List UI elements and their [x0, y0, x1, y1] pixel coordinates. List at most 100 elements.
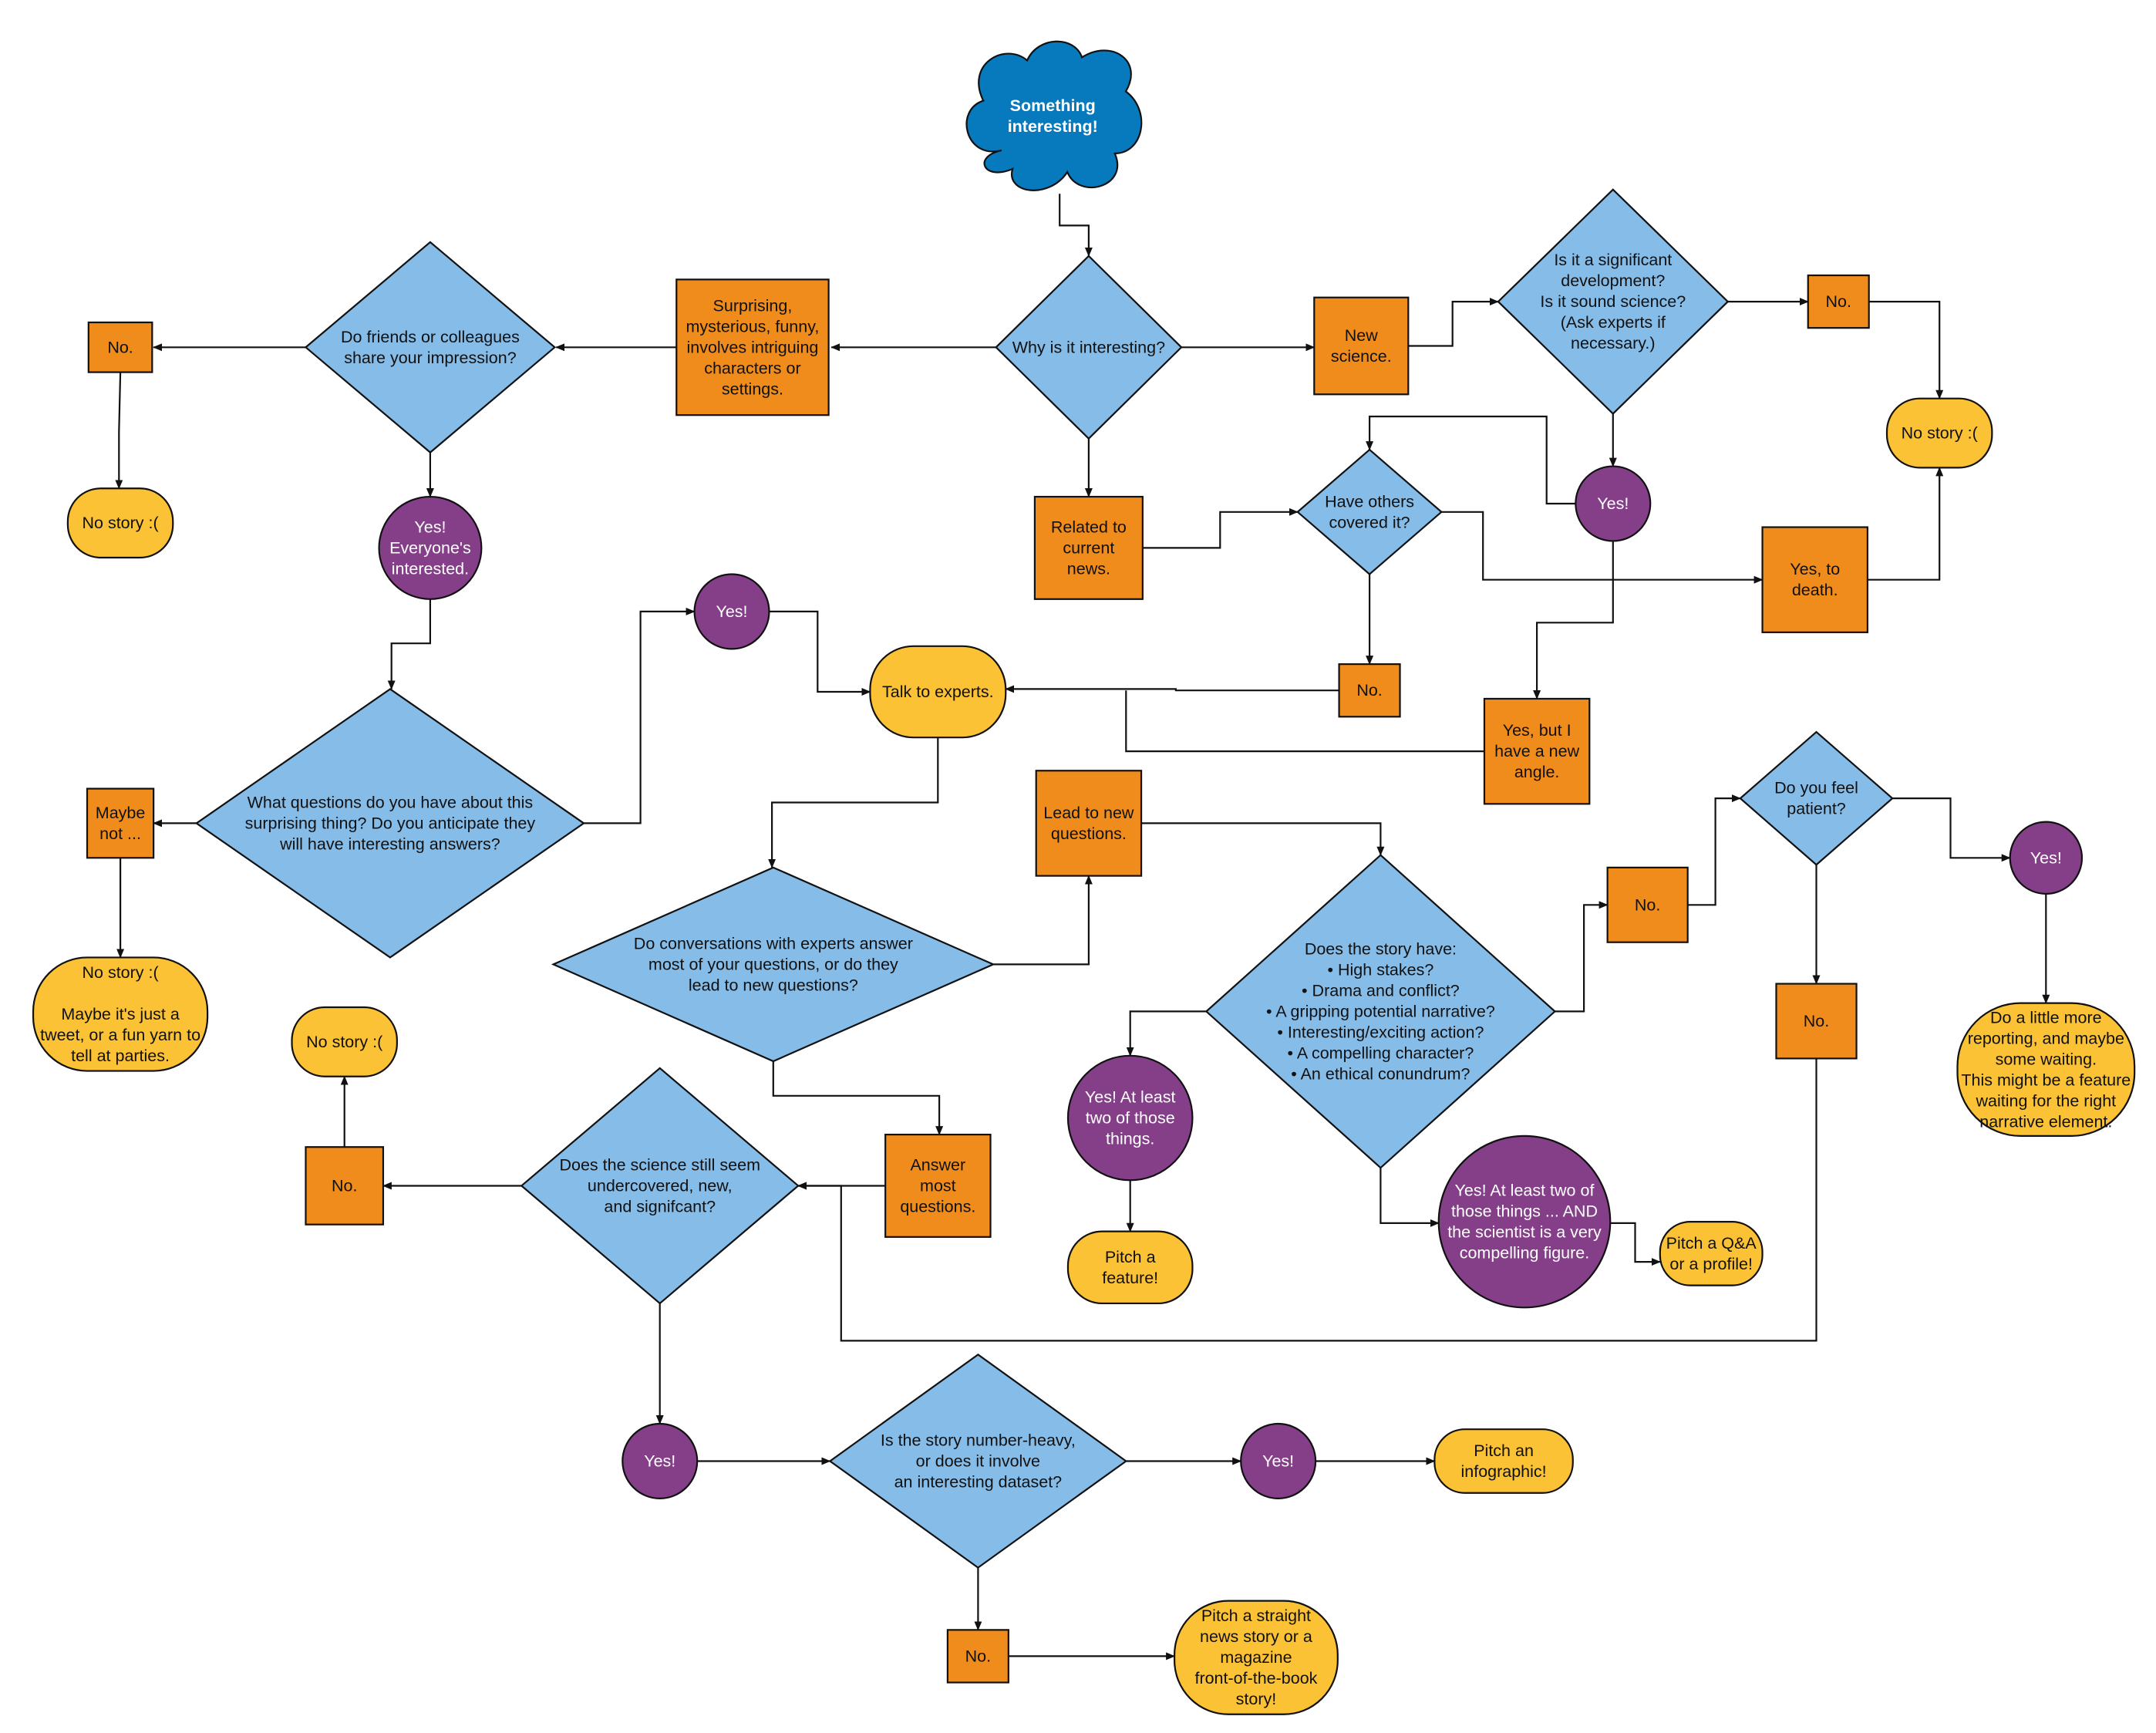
node-shape: [1807, 274, 1870, 329]
connector: [1533, 541, 1614, 700]
node-text: mysterious, funny,: [686, 317, 819, 335]
connector-lines: [115, 194, 2050, 1661]
node-shape: [946, 1629, 1009, 1684]
node-shape: [1761, 526, 1868, 633]
node-text: some waiting.: [1996, 1050, 2097, 1068]
node-text: or a profile!: [1669, 1255, 1753, 1273]
node-yes-sig: Yes!: [1575, 465, 1652, 542]
node-text: patient?: [1787, 800, 1846, 818]
node-text: • Drama and conflict?: [1302, 981, 1460, 1000]
node-no-friends: No.: [87, 321, 153, 373]
node-text: Maybe it's just a: [61, 1005, 180, 1023]
node-text: Do you feel: [1774, 779, 1858, 797]
node-text: current: [1063, 538, 1114, 557]
node-text: tweet, or a fun yarn to: [40, 1026, 200, 1044]
node-text: • An ethical conundrum?: [1291, 1064, 1470, 1083]
node-text: news.: [1067, 559, 1110, 578]
node-conversations: Do conversations with experts answermost…: [551, 866, 995, 1063]
node-yes-number: Yes!: [1240, 1422, 1317, 1500]
node-shape: [675, 278, 830, 416]
node-text: angle.: [1514, 763, 1560, 781]
connector: [1868, 301, 1944, 400]
node-pitch-qa: Pitch a Q&Aor a profile!: [1659, 1221, 1764, 1286]
node-no-sig: No.: [1807, 274, 1870, 329]
connector: [1867, 467, 1944, 581]
node-text: involves intriguing: [686, 338, 818, 356]
connector: [1610, 1222, 1661, 1266]
connector: [1408, 298, 1499, 347]
node-shape: [1956, 1002, 2136, 1137]
node-shape: [378, 495, 483, 600]
node-text: Yes! At least: [1085, 1088, 1176, 1107]
node-text: waiting for the right: [1975, 1091, 2116, 1110]
node-shape: [1437, 1135, 1612, 1309]
node-text: infographic!: [1460, 1462, 1546, 1481]
node-text: two of those: [1086, 1109, 1175, 1128]
node-text: development?: [1561, 271, 1665, 290]
node-text: No.: [1825, 292, 1851, 311]
node-text: Yes!: [414, 518, 446, 536]
connector: [769, 610, 871, 696]
node-text: Pitch a straight: [1201, 1607, 1311, 1625]
node-text: questions.: [1051, 824, 1127, 843]
connector: [1892, 797, 2011, 862]
node-text: No story :(: [82, 963, 159, 982]
node-text: (Ask experts if: [1561, 313, 1666, 332]
node-shape: [32, 956, 209, 1072]
node-shape: [1066, 1230, 1194, 1305]
node-text: and signifcant?: [604, 1197, 716, 1215]
node-text: No story :(: [82, 514, 159, 532]
connector: [1141, 822, 1385, 856]
node-text: What questions do you have about this: [248, 793, 534, 811]
node-shape: [995, 255, 1183, 440]
node-shape: [2009, 821, 2084, 895]
node-text: most of your questions, or do they: [648, 955, 898, 973]
node-text: Talk to experts.: [882, 683, 994, 701]
node-text: Pitch a: [1105, 1248, 1156, 1266]
node-shape: [305, 1146, 385, 1226]
node-shape: [1204, 854, 1557, 1169]
node-nostory-tweet: No story :( Maybe it's just a tweet, or a …: [32, 956, 209, 1072]
node-shape: [86, 787, 155, 859]
node-text: lead to new questions?: [689, 976, 858, 994]
node-text: No.: [332, 1176, 357, 1195]
connector: [1555, 901, 1609, 1013]
node-maybe: Maybenot ...: [86, 787, 155, 859]
node-nostory-right: No story :(: [1885, 397, 1993, 469]
node-text: most: [920, 1176, 956, 1195]
connector: [1366, 415, 1578, 505]
node-text: death.: [1792, 581, 1838, 599]
node-text: magazine: [1220, 1648, 1292, 1667]
node-shape: [87, 321, 153, 373]
node-text: covered it?: [1329, 513, 1410, 531]
node-text: Is the story number-heavy,: [881, 1431, 1076, 1449]
node-text: science.: [1331, 347, 1392, 366]
node-story-have: Does the story have:• High stakes?• Dram…: [1204, 854, 1557, 1169]
node-shape: [965, 40, 1143, 191]
node-text: No story :(: [306, 1033, 383, 1051]
node-shape: [1739, 730, 1894, 866]
node-number-heavy: Is the story number-heavy,or does it inv…: [828, 1353, 1128, 1569]
node-shape: [1066, 1054, 1194, 1182]
node-text: Yes!: [2030, 848, 2062, 867]
node-text: news story or a: [1200, 1627, 1312, 1646]
connector: [1005, 685, 1339, 693]
node-text: not ...: [99, 824, 141, 843]
node-no-covered: No.: [1338, 663, 1401, 718]
node-text: • A compelling character?: [1288, 1044, 1474, 1062]
node-shape: [1659, 1221, 1764, 1286]
node-shape: [1313, 296, 1410, 396]
node-text: interesting!: [1008, 117, 1098, 136]
node-shape: [1433, 1428, 1574, 1494]
node-text: Related to: [1051, 518, 1127, 536]
node-text: • Interesting/exciting action?: [1277, 1023, 1484, 1041]
